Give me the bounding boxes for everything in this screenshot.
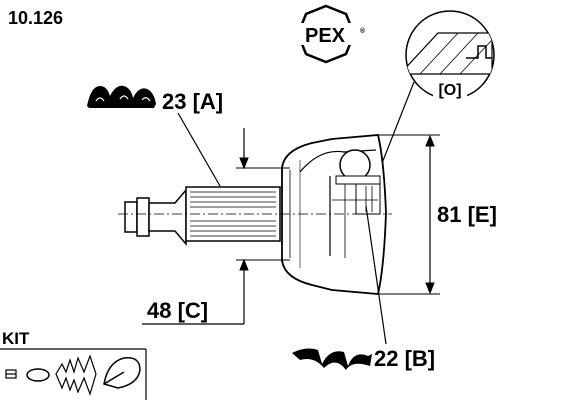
outer-diameter-dimension	[378, 134, 440, 295]
outer-spline-leader	[177, 112, 221, 187]
seal-diameter-label: 48 [C]	[147, 298, 208, 323]
outer-spline-icon	[87, 85, 156, 108]
registered-mark: ®	[360, 27, 366, 35]
outer-spline-label: 23 [A]	[162, 89, 223, 114]
seal-diameter-dimension	[142, 128, 290, 325]
outer-diameter-label: 81 [E]	[437, 202, 497, 227]
kit-box: KIT	[0, 329, 147, 400]
part-number: 10.126	[8, 8, 63, 28]
inner-spline-icon	[292, 348, 372, 370]
pex-logo: PEX ®	[292, 4, 366, 64]
detail-marker-label: [O]	[438, 82, 461, 99]
inner-spline-leader	[365, 205, 387, 345]
spline-teeth	[190, 191, 276, 237]
kit-title: KIT	[2, 329, 30, 348]
inner-spline-label: 22 [B]	[374, 346, 435, 371]
pex-logo-text: PEX	[305, 25, 346, 47]
detail-callout: [O]	[372, 10, 495, 187]
kit-clip-icon	[5, 369, 17, 379]
kit-band-icon	[103, 357, 141, 389]
joint-housing	[281, 134, 387, 295]
kit-boot-icon	[55, 354, 97, 396]
kit-clamp-icon	[26, 368, 50, 382]
shaft	[124, 186, 281, 247]
